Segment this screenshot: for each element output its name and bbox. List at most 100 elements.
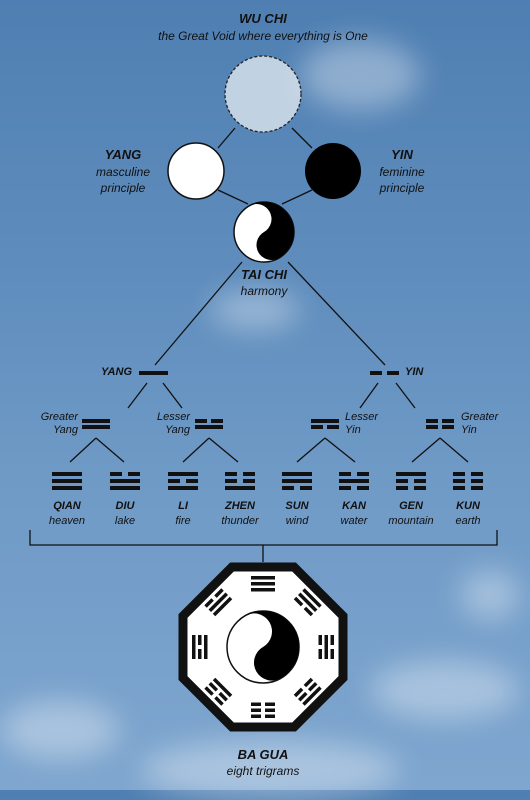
trigram-line-solid (212, 677, 233, 698)
ba-gua-trigram-zhen (204, 677, 233, 706)
trigram-line-broken (453, 472, 465, 476)
trigram-line-broken (198, 649, 202, 659)
trigram-line-solid (52, 486, 82, 490)
trigram-line-broken (251, 708, 261, 712)
lesser-yin-label-2: Yin (345, 424, 361, 436)
trigram-line-broken (414, 479, 426, 483)
trigram-meaning: lake (114, 515, 136, 527)
trigram-line-broken (339, 472, 351, 476)
trigram-line-broken (298, 691, 308, 702)
trigram-name: ZHEN (225, 500, 255, 512)
ba-gua-subtitle: eight trigrams (226, 764, 300, 778)
trigram-zhen (225, 472, 255, 490)
trigram-line-broken (330, 649, 334, 659)
trigram-line-solid (192, 635, 196, 659)
trigram-line-broken (265, 702, 275, 706)
trigram-line-solid (168, 472, 198, 476)
greater-yang-label-1: Greater (40, 411, 78, 423)
yang-desc-1: masculine (95, 165, 151, 179)
trigram-gen (396, 472, 426, 490)
trigram-line-broken (168, 479, 180, 483)
trigram-line-broken (414, 486, 426, 490)
trigram-line-broken (293, 596, 304, 607)
yang-bigram (139, 371, 168, 375)
trigram-line-broken (303, 677, 314, 688)
cloud (210, 290, 300, 330)
ba-gua-trigram-gen (293, 677, 322, 706)
trigram-line-broken (265, 708, 275, 712)
trigram-line-solid (282, 472, 312, 476)
yang-desc-2: principle (100, 181, 146, 195)
cloud (370, 660, 520, 720)
trigram-line-solid (302, 588, 322, 608)
ba-gua-trigram-kan (318, 635, 334, 659)
trigram-line-solid (251, 576, 275, 580)
trigram-diu (110, 472, 140, 490)
greater-yin-symbol (426, 419, 454, 429)
trigram-meaning: earth (455, 515, 481, 527)
trigram-line-broken (225, 479, 237, 483)
trigram-line-broken (110, 472, 122, 476)
ba-gua-symbol (178, 562, 348, 732)
trigram-name: LI (178, 500, 188, 512)
greater-yin-label-1: Greater (461, 411, 499, 423)
trigram-meaning: mountain (388, 515, 434, 527)
trigram-line-broken (293, 687, 304, 698)
trigram-name: GEN (399, 500, 423, 512)
trigram-line-solid (52, 479, 82, 483)
lesser-yang-label-1: Lesser (156, 411, 190, 423)
trigram-line-broken (453, 479, 465, 483)
tai-chi-symbol (233, 201, 295, 263)
wu-chi-title: WU CHI (239, 11, 287, 26)
trigram-line-broken (471, 479, 483, 483)
ba-gua-trigrams (192, 576, 334, 718)
cloud (460, 570, 520, 620)
trigram-name: DIU (115, 500, 135, 512)
ba-gua-tai-chi (226, 610, 300, 684)
trigram-name: KAN (342, 500, 366, 512)
trigram-line-broken (357, 486, 369, 490)
tai-chi-title: TAI CHI (241, 267, 287, 282)
trigram-line-solid (339, 479, 369, 483)
trigram-line-broken (357, 472, 369, 476)
ba-gua-trigram-li (192, 635, 208, 659)
trigram-meaning: fire (175, 515, 191, 527)
trigram-line-broken (208, 682, 219, 692)
trigram-line-broken (214, 696, 224, 706)
trigram-line-broken (198, 635, 202, 645)
trigram-line-broken (303, 606, 314, 617)
trigram-row (52, 472, 483, 490)
trigram-line-broken (471, 486, 483, 490)
trigram-meaning: heaven (48, 515, 86, 527)
lesser-yin-symbol (311, 419, 339, 429)
lesser-yin-label-1: Lesser (345, 411, 379, 423)
ba-gua-trigram-qian (251, 576, 275, 592)
yang-title: YANG (104, 147, 142, 162)
yin-circle (305, 143, 361, 199)
trigram-kan (339, 472, 369, 490)
trigram-line-broken (471, 472, 483, 476)
trigram-line-solid (225, 486, 255, 490)
trigram-line-solid (396, 472, 426, 476)
trigram-line-broken (225, 472, 237, 476)
trigram-qian (52, 472, 82, 490)
trigram-line-broken (330, 635, 334, 645)
trigram-line-solid (302, 686, 322, 706)
wu-chi-circle (224, 55, 302, 133)
greater-yin-label-2: Yin (461, 424, 477, 436)
ba-gua-trigram-diu (204, 588, 233, 617)
trigram-line-broken (307, 682, 318, 692)
trigram-line-broken (186, 479, 198, 483)
yin-bigram (370, 371, 399, 375)
trigram-li (168, 472, 198, 490)
greater-yang-symbol (82, 419, 110, 429)
trigram-line-broken (318, 649, 322, 659)
trigram-name: QIAN (53, 500, 81, 512)
trigram-line-broken (339, 486, 351, 490)
trigram-line-solid (168, 486, 198, 490)
trigram-meaning: water (340, 515, 368, 527)
trigram-name: SUN (285, 500, 309, 512)
trigram-line-solid (251, 588, 275, 592)
trigram-line-broken (214, 588, 224, 598)
